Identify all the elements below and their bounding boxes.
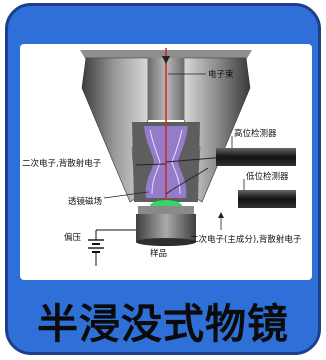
objective-lens-card: 电子束 高位检测器 二次电子,背散射电子 低位检测器 透镜磁场 偏压 样品 二次…	[5, 3, 321, 355]
sample-stage	[136, 214, 196, 242]
label-secondary-main: 二次电子(主成分),背散射电子	[190, 234, 302, 245]
label-high-detector: 高位检测器	[234, 128, 277, 139]
diagram-panel: 电子束 高位检测器 二次电子,背散射电子 低位检测器 透镜磁场 偏压 样品 二次…	[20, 44, 312, 280]
label-sample: 样品	[150, 248, 167, 259]
high-detector	[216, 148, 296, 166]
page-title: 半浸没式物镜	[37, 300, 289, 348]
label-electron-beam: 电子束	[208, 69, 234, 80]
sample-stage-top	[138, 206, 194, 216]
objective-lens-diagram: 电子束 高位检测器 二次电子,背散射电子 低位检测器 透镜磁场 偏压 样品 二次…	[22, 48, 302, 266]
label-bias: 偏压	[64, 232, 82, 243]
label-low-detector: 低位检测器	[246, 171, 289, 182]
label-secondary-backscatter: 二次电子,背散射电子	[22, 158, 102, 169]
label-lens-field: 透镜磁场	[68, 196, 102, 207]
low-detector	[238, 190, 296, 208]
